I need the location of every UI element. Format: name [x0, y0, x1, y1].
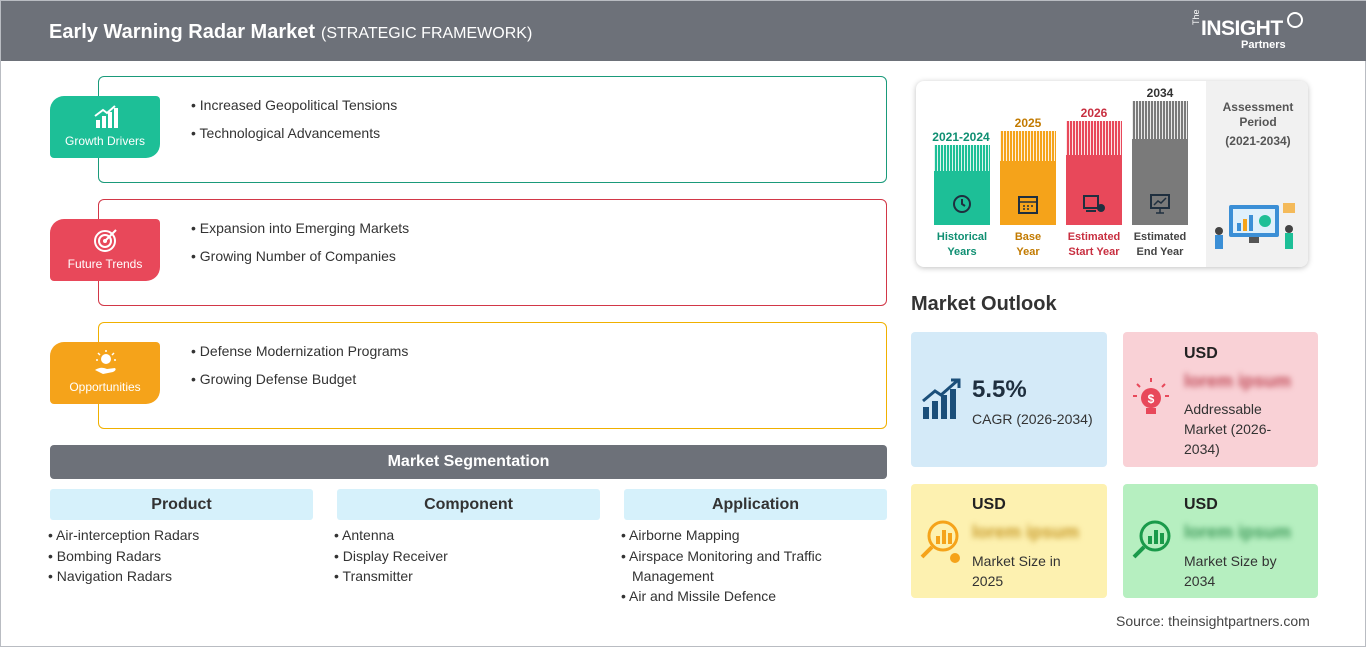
subtitle-text: (STRATEGIC FRAMEWORK) — [321, 25, 533, 42]
magnifier-chart-icon — [1132, 520, 1171, 559]
market-size-2034-card: USD lorem ipsum Market Size by 2034 — [1123, 484, 1318, 598]
size-2034-value-blurred: lorem ipsum — [1184, 522, 1292, 542]
addressable-market-card: $ USD lorem ipsum Addressable Market (20… — [1123, 332, 1318, 467]
segment-item: • Transmitter — [334, 568, 413, 584]
addressable-label: Addressable Market (2026- 2034) — [1184, 401, 1272, 457]
segment-item: • Airborne Mapping — [621, 527, 740, 543]
growth-driver-item: • Increased Geopolitical Tensions — [191, 97, 398, 113]
growth-drivers-label: Growth Drivers — [64, 134, 145, 148]
lightbulb-hand-icon — [95, 350, 116, 374]
base-year-column — [1000, 131, 1056, 225]
calendar-icon — [1018, 196, 1038, 214]
segmentation-title: Market Segmentation — [50, 445, 887, 479]
logo-partners: Partners — [1241, 39, 1286, 51]
cagr-value: 5.5% — [972, 376, 1027, 403]
segment-item: • Air and Missile Defence — [621, 588, 777, 604]
size-2025-label: Market Size in 2025 — [972, 553, 1061, 589]
future-trend-item: • Expansion into Emerging Markets — [191, 220, 410, 236]
timeline-year: 2034 — [1146, 86, 1174, 100]
future-trends-tag: Future Trends — [50, 219, 166, 287]
svg-text:$: $ — [1148, 392, 1155, 406]
segment-item: • Navigation Radars — [48, 568, 172, 584]
presentation-icon — [1150, 194, 1170, 214]
opportunity-item: • Defense Modernization Programs — [191, 343, 409, 359]
size-2025-usd: USD — [972, 496, 1006, 513]
timeline-year: 2026 — [1080, 106, 1108, 120]
growth-drivers-tag: Growth Drivers — [50, 96, 166, 164]
segment-item-continued: Management — [632, 568, 714, 584]
growth-driver-item: • Technological Advancements — [191, 125, 381, 141]
insight-partners-logo: The INSIGHT Partners — [1191, 9, 1311, 55]
segment-item: • Bombing Radars — [48, 548, 162, 564]
future-trends-box — [98, 199, 887, 306]
end-year-column — [1132, 101, 1188, 225]
money-bulb-icon: $ — [1133, 378, 1169, 414]
timeline-year: 2021-2024 — [932, 130, 990, 144]
size-2034-label: Market Size by 2034 — [1184, 553, 1277, 589]
segment-item: • Air-interception Radars — [48, 527, 200, 543]
title-text: Early Warning Radar Market — [49, 21, 316, 43]
opportunities-tag: Opportunities — [50, 342, 166, 410]
addressable-value-blurred: lorem ipsum — [1184, 371, 1292, 391]
start-year-column — [1066, 121, 1122, 225]
source-note: Source: theinsightpartners.com — [1116, 613, 1310, 629]
header-bar: Early Warning Radar Market (STRATEGIC FRA… — [1, 1, 1366, 61]
bar-chart-growth-icon — [94, 105, 118, 128]
segment-item: • Airspace Monitoring and Traffic — [621, 548, 822, 564]
opportunities-label: Opportunities — [69, 380, 141, 394]
opportunities-box — [98, 322, 887, 429]
segment-head-application: Application — [624, 489, 887, 520]
segment-item: • Display Receiver — [334, 548, 448, 564]
segment-head-component: Component — [337, 489, 600, 520]
size-2034-usd: USD — [1184, 496, 1218, 513]
page-title: Early Warning Radar Market (STRATEGIC FRA… — [49, 21, 532, 44]
magnifier-chart-icon — [920, 520, 960, 563]
logo-ring — [1287, 12, 1303, 28]
logo-insight: INSIGHT — [1201, 17, 1283, 40]
future-trends-label: Future Trends — [67, 257, 143, 271]
timeline-year: 2025 — [1014, 116, 1042, 130]
assessment-period: Assessment Period (2021-2034) — [1222, 100, 1294, 148]
segment-head-product: Product — [50, 489, 313, 520]
analysts-dashboard-icon — [1215, 203, 1295, 249]
size-2025-value-blurred: lorem ipsum — [972, 522, 1080, 542]
history-clock-icon — [953, 195, 971, 213]
cagr-label: CAGR (2026-2034) — [972, 411, 1093, 427]
market-outlook-title: Market Outlook — [911, 293, 1057, 315]
logo-the: The — [1191, 9, 1201, 25]
target-icon — [94, 229, 117, 252]
future-trend-item: • Growing Number of Companies — [191, 248, 396, 264]
segment-item: • Antenna — [334, 527, 395, 543]
start-chart-icon — [1083, 195, 1105, 212]
cagr-card: 5.5% CAGR (2026-2034) — [911, 332, 1107, 467]
historical-column — [934, 145, 990, 225]
growth-drivers-box — [98, 76, 887, 183]
growth-chart-icon — [922, 378, 961, 419]
addressable-usd: USD — [1184, 345, 1218, 362]
market-size-2025-card: USD lorem ipsum Market Size in 2025 — [911, 484, 1107, 598]
opportunity-item: • Growing Defense Budget — [191, 371, 357, 387]
